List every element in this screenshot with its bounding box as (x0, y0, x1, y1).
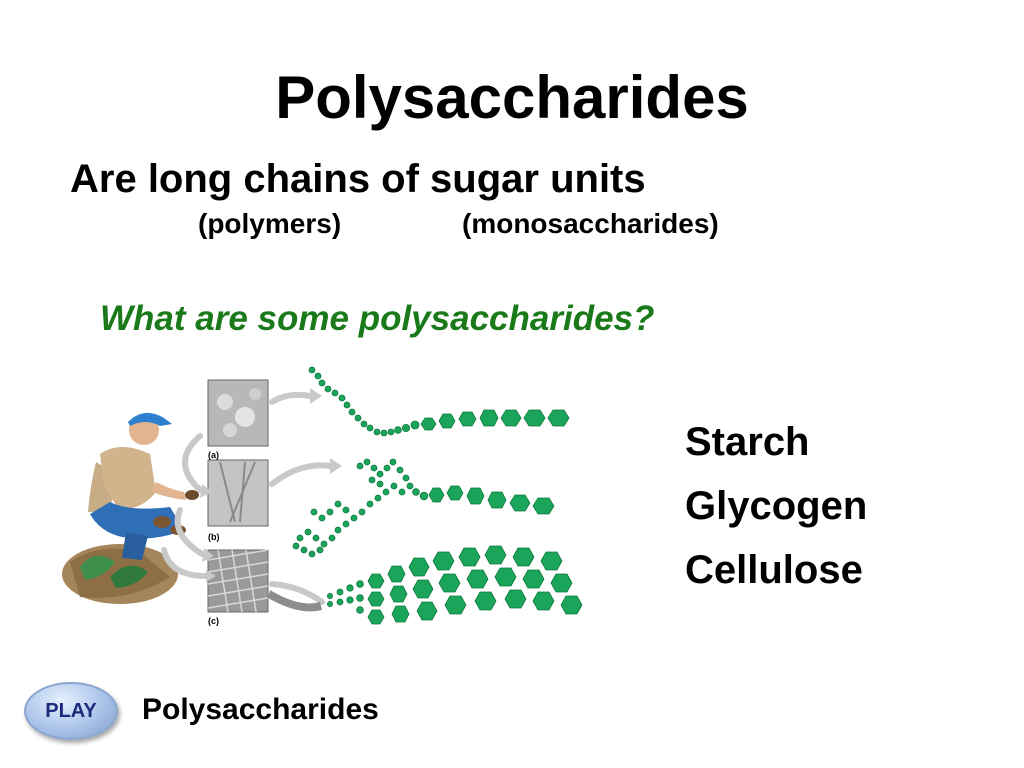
polysaccharide-examples: Starch Glycogen Cellulose (685, 410, 867, 602)
example-cellulose: Cellulose (685, 548, 863, 592)
example-glycogen: Glycogen (685, 484, 868, 528)
fiber-strand (268, 590, 322, 612)
panel-label-b: (b) (208, 532, 220, 542)
definition-text: Are long chains of sugar units (70, 157, 646, 201)
panel-label-c: (c) (208, 616, 219, 626)
panel-label-a: (a) (208, 450, 219, 460)
micrograph-panels (207, 379, 269, 613)
slide-title: Polysaccharides (275, 64, 749, 131)
farmer-illustration (62, 412, 199, 604)
glycogen-chain (292, 458, 555, 558)
question-text: What are some polysaccharides? (100, 299, 655, 338)
polysaccharide-illustration: (a) (b) (c) (62, 366, 583, 626)
play-caption: Polysaccharides (142, 693, 379, 726)
arrow-heads (200, 388, 342, 582)
gloss-polymers: (polymers) (198, 208, 342, 239)
connector-arrows (161, 391, 333, 605)
example-starch: Starch (685, 420, 810, 464)
gloss-monosaccharides: (monosaccharides) (462, 208, 719, 239)
cellulose-chains (326, 545, 583, 625)
play-button[interactable]: PLAY (24, 682, 118, 740)
starch-chain (308, 366, 570, 437)
